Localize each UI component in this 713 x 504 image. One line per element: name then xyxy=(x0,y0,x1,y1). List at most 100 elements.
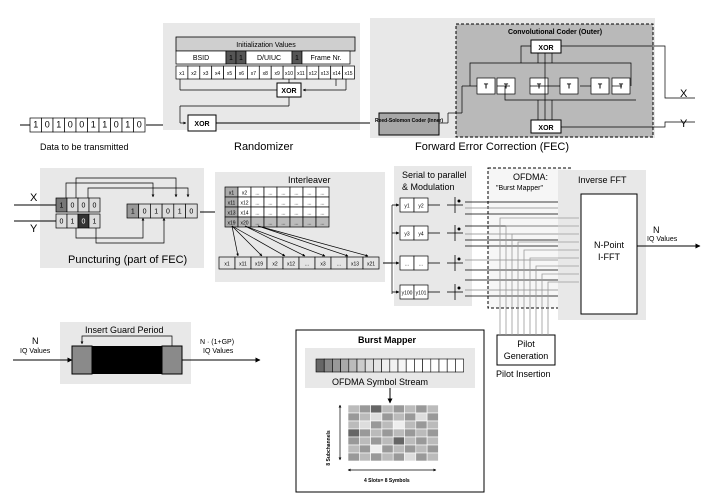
pilot-line xyxy=(535,265,579,335)
ofdma-title-2: "Burst Mapper" xyxy=(496,185,544,192)
il-cell-text: x2 xyxy=(242,191,248,197)
punct-merge-bit-cell xyxy=(185,203,198,219)
guard-title: Insert Guard Period xyxy=(85,325,164,335)
slot-cell xyxy=(404,404,417,414)
reed-solomon-box xyxy=(378,112,440,136)
reg-bit-text: x2 xyxy=(191,71,197,77)
il-stream-bit-text: x12 xyxy=(287,262,295,268)
punct-in-x: X xyxy=(30,192,38,204)
slot-cell xyxy=(358,444,371,454)
punct-merge-bit-text: 0 xyxy=(189,209,193,216)
il-cell-text: ... xyxy=(281,221,285,227)
punct-merge-bit-text: 1 xyxy=(131,209,135,216)
input-bit-cell xyxy=(133,117,146,133)
randomizer-xor-label: XOR xyxy=(281,88,296,95)
t-register-text: T xyxy=(504,84,509,91)
stream-cell xyxy=(438,358,448,373)
conv-coder-title: Convolutional Coder (Outer) xyxy=(508,29,602,36)
punct-in-y: Y xyxy=(30,223,38,235)
il-cell-text: ... xyxy=(281,201,285,207)
fec-caption: Forward Error Correction (FEC) xyxy=(415,141,569,153)
il-cell-text: ... xyxy=(320,221,324,227)
slot-cell xyxy=(381,444,394,454)
reg-bit-text: x15 xyxy=(345,71,353,77)
slot-cell xyxy=(347,404,360,414)
slot-cell xyxy=(415,404,428,414)
il-cell-text: ... xyxy=(307,201,311,207)
il-stream-bit-text: x13 xyxy=(351,262,359,268)
slot-cell xyxy=(370,404,383,414)
slot-cell xyxy=(426,444,439,454)
slot-cell xyxy=(404,428,417,438)
input-bit-text: 1 xyxy=(125,120,130,130)
pilot-line xyxy=(517,241,579,335)
slot-cell xyxy=(370,436,383,446)
reg-bit-text: x10 xyxy=(285,71,293,77)
il-cell-text: x11 xyxy=(228,201,236,207)
ifft-box xyxy=(580,193,638,315)
input-bit-text: 0 xyxy=(114,120,119,130)
il-cell-text: ... xyxy=(255,211,259,217)
il-cell-text: x14 xyxy=(240,211,248,217)
stream-cell xyxy=(397,358,407,373)
init-field-text: 1 xyxy=(229,55,233,62)
slot-cell xyxy=(381,412,394,422)
stream-cell xyxy=(389,358,399,373)
guard-copied-tail xyxy=(161,345,183,375)
guard-out-1: N · (1+GP) xyxy=(200,339,234,346)
ofdma-block: OFDMA: "Burst Mapper" xyxy=(465,167,580,309)
slot-cell xyxy=(347,436,360,446)
il-cell-text: x12 xyxy=(240,201,248,207)
serial-parallel-title-1: Serial to parallel xyxy=(402,170,467,180)
pilot-line xyxy=(505,225,579,335)
stream-cell xyxy=(348,358,358,373)
il-cell-text: ... xyxy=(294,201,298,207)
reg-bit-text: x4 xyxy=(215,71,221,77)
input-bit-text: 0 xyxy=(45,120,50,130)
slot-cell xyxy=(392,412,405,422)
conv-xor-top-box xyxy=(530,39,562,54)
slot-cell xyxy=(415,444,428,454)
slot-cell xyxy=(426,452,439,462)
punct-merge-bit-text: 1 xyxy=(154,209,158,216)
reg-bit-text: x12 xyxy=(309,71,317,77)
pilot-box-2: Generation xyxy=(504,351,549,361)
ifft-label-2: I-FFT xyxy=(598,252,620,262)
stream-cell xyxy=(414,358,423,373)
il-stream-bit-text: x1 xyxy=(224,262,230,268)
punct-merge-bit-text: 0 xyxy=(166,209,170,216)
pilot-generation-box xyxy=(496,334,556,366)
reed-solomon-label: Reed-Solomon Coder (Inner) xyxy=(375,118,443,124)
punct-y-bit-text: 1 xyxy=(71,219,75,226)
reg-bit-text: x13 xyxy=(321,71,329,77)
burst-mapper-title: Burst Mapper xyxy=(358,335,417,345)
constellation-point xyxy=(457,227,461,231)
slot-cell xyxy=(358,452,371,462)
slot-cell xyxy=(415,452,428,462)
punct-y-bit-text: 1 xyxy=(93,219,97,226)
punct-x-bit-text: 0 xyxy=(82,203,86,210)
reg-bit-text: x1 xyxy=(179,71,185,77)
randomizer-caption: Randomizer xyxy=(234,141,294,153)
t-register-text: T xyxy=(537,84,542,91)
reg-bit-text: x11 xyxy=(297,71,305,77)
punct-y-bit-cell xyxy=(88,213,101,229)
input-bit-text: 0 xyxy=(79,120,84,130)
ifft-out-2: IQ Values xyxy=(647,236,678,243)
sp-symbol-a-text: y100 xyxy=(402,291,413,297)
stream-cell xyxy=(422,358,432,373)
il-cell-text: ... xyxy=(320,211,324,217)
il-cell-text: ... xyxy=(320,201,324,207)
il-cell-text: x19 xyxy=(227,221,235,227)
punct-x-bit-text: 0 xyxy=(71,203,75,210)
il-cell-text: ... xyxy=(294,191,298,197)
il-cell-text: ... xyxy=(307,221,311,227)
stream-caption: OFDMA Symbol Stream xyxy=(332,377,428,387)
reg-bit-cell xyxy=(342,65,355,80)
ifft-title: Inverse FFT xyxy=(578,175,627,185)
il-cell-text: ... xyxy=(255,191,259,197)
